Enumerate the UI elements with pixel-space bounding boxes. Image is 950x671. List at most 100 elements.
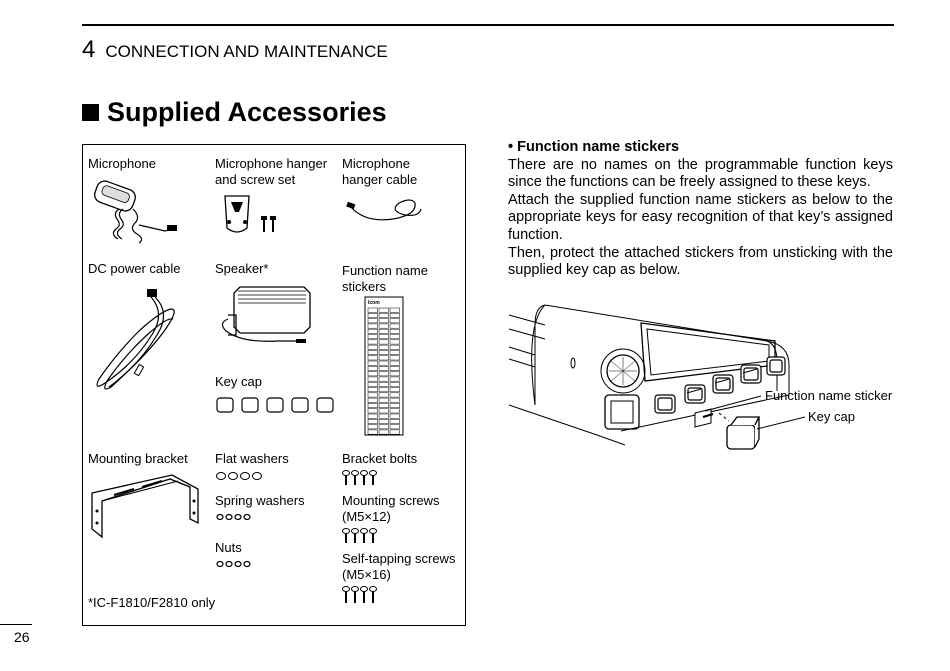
sticker-cell (389, 419, 400, 424)
page-number: 26 (14, 629, 30, 645)
sticker-cell (367, 366, 378, 371)
sticker-cell (378, 350, 389, 355)
sticker-cell (389, 350, 400, 355)
sticker-cell (389, 376, 400, 382)
mounting-screws-illustration (342, 528, 377, 543)
sticker-cell (378, 366, 389, 371)
sticker-cell (378, 413, 389, 419)
footnote: *IC-F1810/F2810 only (88, 595, 216, 610)
sticker-cell (389, 387, 400, 393)
hanger-cable-illustration (346, 199, 422, 221)
function-stickers-section: • Function name stickers There are no na… (508, 139, 893, 280)
sticker-cell (367, 403, 378, 408)
sticker-cell (367, 339, 378, 345)
label-hanger-cable: Microphone hanger cable (342, 156, 418, 187)
sticker-cell (378, 328, 389, 334)
sticker-cell (389, 392, 400, 398)
sticker-cell (367, 381, 378, 387)
sticker-cell (378, 334, 389, 340)
sticker-cell (378, 313, 389, 318)
label-key-cap: Key cap (215, 374, 262, 389)
sticker-cell (378, 323, 389, 329)
section-heading: Supplied Accessories (82, 97, 387, 128)
sticker-cell (389, 424, 400, 430)
sticker-cell (367, 429, 378, 435)
paragraph-1: There are no names on the programmable f… (508, 156, 893, 191)
sticker-cell (378, 419, 389, 424)
sticker-cell (378, 381, 389, 387)
label-speaker: Speaker* (215, 261, 269, 276)
sticker-cell (378, 355, 389, 361)
sticker-cell (367, 419, 378, 424)
sticker-cell (389, 328, 400, 334)
microphone-illustration (94, 180, 177, 244)
bracket-illustration (91, 474, 199, 539)
sticker-cell (367, 350, 378, 355)
sticker-cell (389, 339, 400, 345)
label-fn-stickers: Function name stickers (342, 263, 428, 294)
label-bracket-bolts: Bracket bolts (342, 451, 418, 466)
bracket-bolts-illustration (342, 470, 377, 485)
sticker-cell (378, 397, 389, 403)
label-mounting-screws: Mounting screws (M5×12) (342, 493, 440, 524)
sticker-cell (389, 344, 400, 350)
sticker-cell (367, 307, 378, 313)
sticker-cell (389, 307, 400, 313)
sticker-cell (378, 344, 389, 350)
header-rule (82, 24, 894, 26)
sticker-sheet-illustration: Icom (364, 296, 404, 436)
dc-cable-illustration (96, 289, 175, 390)
square-bullet-icon (82, 104, 99, 121)
sticker-cell (389, 397, 400, 403)
sticker-cell (367, 355, 378, 361)
callout-function-name-sticker: Function name sticker (765, 388, 893, 403)
sticker-cell (378, 392, 389, 398)
sticker-cell (367, 344, 378, 350)
sticker-cell (378, 429, 389, 435)
sticker-cell (389, 381, 400, 387)
nuts-illustration (216, 560, 251, 568)
sticker-cell (378, 387, 389, 393)
chapter-header: 4 CONNECTION AND MAINTENANCE (82, 36, 388, 64)
sticker-brand-logo: Icom (368, 300, 380, 306)
key-caps-illustration (216, 397, 334, 413)
sticker-cell (367, 376, 378, 382)
label-self-tapping: Self-tapping screws (M5×16) (342, 551, 456, 582)
flat-washers-illustration (216, 472, 262, 480)
sticker-cell (367, 387, 378, 393)
sticker-cell (378, 403, 389, 408)
paragraph-2: Attach the supplied function name sticke… (508, 191, 893, 243)
sticker-cell (367, 392, 378, 398)
sticker-cell (367, 397, 378, 403)
sticker-cell (378, 360, 389, 366)
label-spring-washers: Spring washers (215, 493, 305, 508)
sticker-cell (367, 424, 378, 430)
sticker-cell (389, 323, 400, 329)
sticker-cell (378, 408, 389, 414)
label-mounting-bracket: Mounting bracket (88, 451, 188, 466)
radio-front-panel-diagram (508, 304, 805, 450)
section-title: Supplied Accessories (107, 97, 387, 127)
sticker-cell (378, 339, 389, 345)
label-nuts: Nuts (215, 540, 242, 555)
sticker-cell (389, 355, 400, 361)
sticker-cell (389, 360, 400, 366)
sticker-cell (367, 313, 378, 318)
label-microphone: Microphone (88, 156, 156, 171)
sticker-cell (367, 371, 378, 377)
sticker-cell (367, 360, 378, 366)
sticker-cell (367, 413, 378, 419)
sticker-cell (389, 313, 400, 318)
sticker-cell (389, 403, 400, 408)
sticker-cell (367, 323, 378, 329)
sticker-cell (367, 318, 378, 324)
label-hanger-screw: Microphone hanger and screw set (215, 156, 328, 187)
callout-key-cap: Key cap (808, 409, 855, 424)
sticker-cell (389, 371, 400, 377)
sticker-cell (378, 376, 389, 382)
sticker-cell (367, 334, 378, 340)
sticker-cell (389, 408, 400, 414)
paragraph-3: Then, protect the attached stickers from… (508, 244, 893, 279)
sticker-cell (378, 371, 389, 377)
sticker-cell (389, 366, 400, 371)
